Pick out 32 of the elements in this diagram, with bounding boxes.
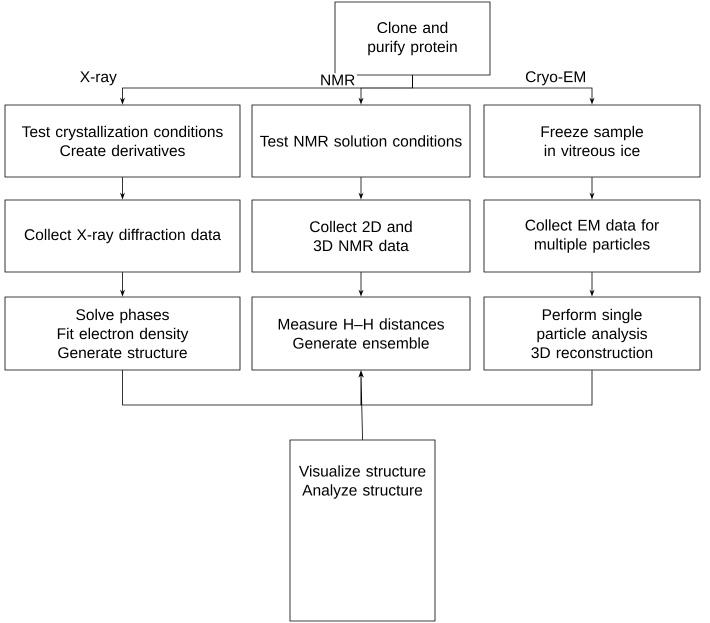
process-box: [4, 200, 240, 272]
node-label: Generate structure: [58, 347, 187, 358]
process-box: [484, 104, 700, 178]
arrow: [358, 370, 592, 406]
process-box: [252, 104, 470, 178]
edge-label: Cryo-EM: [524, 70, 588, 87]
process-box: [290, 440, 436, 622]
node-label: Collect EM data for multiple particles: [526, 219, 659, 253]
node-label: Measure H–H distances: [278, 318, 444, 330]
edge-label: NMR: [318, 73, 357, 87]
node-label: Perform single particle analysis: [537, 308, 647, 342]
node-label: Collect X-ray diffraction data: [24, 228, 221, 244]
process-box: [484, 296, 700, 370]
node-label: Collect 2D and 3D NMR data: [310, 220, 412, 252]
node-label: Create derivatives: [60, 144, 185, 156]
node-label: Analyze structure: [302, 484, 422, 499]
node-label: Visualize structure: [298, 465, 426, 477]
node-label: Test NMR solution conditions: [260, 135, 462, 147]
node-label: Solve phases: [76, 308, 169, 324]
process-box: [334, 2, 490, 76]
node-label: 3D reconstruction: [531, 346, 652, 358]
node-label: Freeze sample in vitreous ice: [542, 126, 643, 156]
node-label: Fit electron density: [58, 328, 188, 342]
process-box: [252, 200, 470, 272]
node-label: Test crystallization conditions: [22, 126, 223, 140]
node-label: Generate ensemble: [293, 337, 429, 349]
process-box: [484, 200, 700, 272]
process-box: [4, 296, 240, 370]
process-box: [252, 296, 470, 370]
edge-label: X-ray: [78, 70, 118, 87]
node-label: Clone and purify protein: [368, 22, 457, 56]
process-box: [4, 104, 240, 178]
